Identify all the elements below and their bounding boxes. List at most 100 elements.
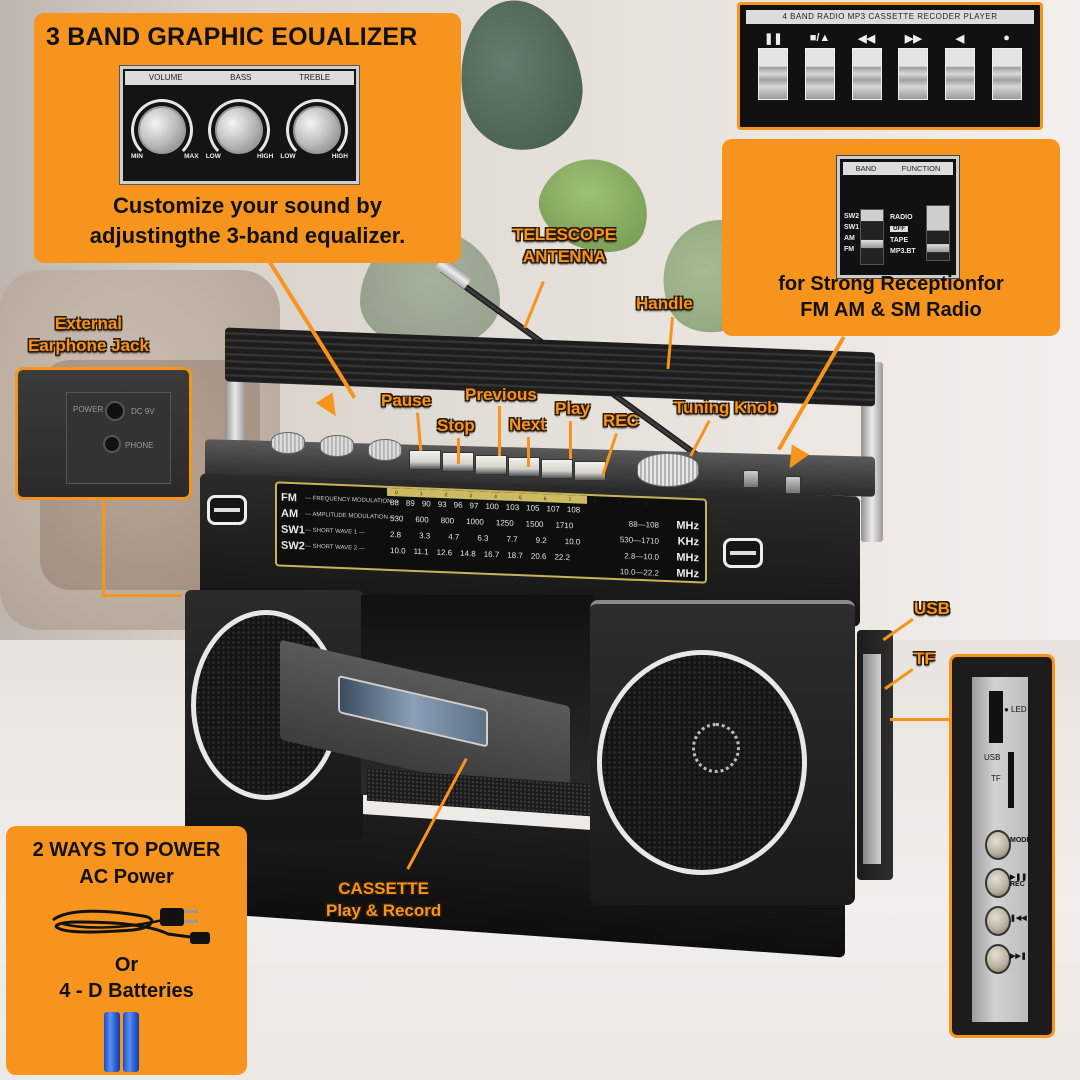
cassette-controls-callout: 4 BAND RADIO MP3 CASSETTE RECODER PLAYER… <box>737 2 1043 130</box>
dc-power-jack <box>105 401 125 421</box>
lower-body <box>185 555 885 958</box>
play-leader-line <box>569 421 572 459</box>
band-function-callout: BAND FUNCTION SW2 SW1 AM FM RADIO OFF TA… <box>722 139 1060 336</box>
rec-label: REC <box>603 411 639 430</box>
tuning-knob[interactable] <box>637 453 699 487</box>
previous-label: Previous <box>465 385 537 404</box>
treble-knob[interactable] <box>368 439 402 461</box>
record-piano-key: ● <box>987 32 1027 100</box>
stop-label: Stop <box>437 416 475 435</box>
mode-button <box>985 830 1011 860</box>
function-switch[interactable] <box>785 476 801 494</box>
side-panel-leader-line <box>890 718 950 721</box>
speaker-cone <box>692 723 740 773</box>
next-key[interactable] <box>508 457 540 477</box>
stop-leader-line <box>457 438 460 464</box>
band-function-panel-image: BAND FUNCTION SW2 SW1 AM FM RADIO OFF TA… <box>836 155 960 279</box>
power-title: 2 WAYS TO POWER <box>32 839 221 861</box>
cassette-panel-title: 4 BAND RADIO MP3 CASSETTE RECODER PLAYER <box>746 10 1034 24</box>
play-reverse-icon: ◀ <box>955 33 965 45</box>
usb-label: USB <box>914 599 950 618</box>
band-switch[interactable] <box>743 470 759 488</box>
rewind-piano-key: ◀◀ <box>847 32 887 100</box>
side-panel-plate: ● LED USB TF MODE ▶❚❚ REC ❚◀◀ ▶▶❚ <box>972 677 1031 1022</box>
pause-label: Pause <box>381 391 432 410</box>
equalizer-callout: 3 BAND GRAPHIC EOUALIZER VOLUME BASS TRE… <box>34 13 461 263</box>
rec-key[interactable] <box>574 461 606 481</box>
telescope-antenna-label: TELESCOPE ANTENNA <box>513 225 616 266</box>
previous-leader-line <box>498 406 501 456</box>
led-indicator: ● LED <box>1004 705 1027 714</box>
band-slide-switch <box>860 209 884 265</box>
pause-key[interactable] <box>409 450 441 470</box>
equalizer-knobs <box>123 99 356 161</box>
play-piano-key: ◀ <box>940 32 980 100</box>
band-options: SW2 SW1 AM FM <box>844 213 860 253</box>
phone-jack <box>103 435 121 453</box>
play-pause-rec-button <box>985 868 1011 898</box>
battery-icon <box>104 1012 120 1072</box>
boombox-product: 0 1 2 3 4 5 6 7 8 9 10 FM — FREQUENCY MO… <box>185 256 895 958</box>
power-callout: 2 WAYS TO POWER AC Power Or 4 - D Batter… <box>6 826 247 1075</box>
earphone-leader-line <box>102 594 182 597</box>
bass-knob-ring <box>208 99 271 161</box>
side-port-plate <box>863 654 881 864</box>
side-port-panel <box>857 630 893 880</box>
next-label: Next <box>509 415 546 434</box>
right-speaker-grille <box>597 650 807 875</box>
previous-track-button <box>985 906 1011 936</box>
equalizer-title: 3 BAND GRAPHIC EOUALIZER <box>46 23 418 51</box>
cassette-keys: ❚❚ ■/▲ ◀◀ ▶▶ ◀ ● <box>740 32 1040 100</box>
cassette-window <box>338 674 488 748</box>
side-panel-photo: ● LED USB TF MODE ▶❚❚ REC ❚◀◀ ▶▶❚ <box>949 654 1055 1038</box>
volume-knob-icon <box>137 106 186 154</box>
record-icon: ● <box>1003 32 1010 44</box>
rewind-icon: ◀◀ <box>858 33 876 45</box>
band-description: for Strong Receptionfor FM AM & SM Radio <box>778 273 1004 321</box>
fast-forward-piano-key: ▶▶ <box>893 32 933 100</box>
batteries-icon <box>104 1012 139 1072</box>
carry-handle[interactable] <box>225 327 875 407</box>
fast-forward-icon: ▶▶ <box>904 33 922 45</box>
batteries-label: 4 - D Batteries <box>59 980 194 1002</box>
volume-knob-ring <box>130 99 193 161</box>
vent-left <box>207 495 247 525</box>
usb-port <box>989 691 1003 743</box>
treble-knob-ring <box>286 99 349 161</box>
earphone-leader-line <box>102 500 105 596</box>
band-function-labels: BAND FUNCTION <box>843 162 953 175</box>
earphone-jack-label: External Earphone Jack <box>28 314 149 355</box>
battery-icon <box>123 1012 139 1072</box>
bass-knob[interactable] <box>320 435 354 457</box>
tf-card-slot <box>1008 752 1014 808</box>
pause-piano-key: ❚❚ <box>753 32 793 100</box>
power-cord-icon <box>52 908 210 944</box>
stop-eject-piano-key: ■/▲ <box>800 32 840 100</box>
play-key[interactable] <box>541 459 573 479</box>
or-label: Or <box>114 954 139 976</box>
tuning-knob-label: Tuning Knob <box>674 398 778 417</box>
treble-knob-icon <box>293 106 342 154</box>
equalizer-panel-labels: VOLUME BASS TREBLE <box>125 71 354 85</box>
bass-knob-icon <box>215 106 264 154</box>
cassette-label: CASSETTE Play & Record <box>326 879 442 920</box>
vent-right <box>723 538 763 568</box>
next-leader-line <box>527 437 530 467</box>
previous-key[interactable] <box>475 455 507 475</box>
handle-post-right <box>861 362 883 542</box>
stop-eject-icon: ■/▲ <box>809 32 831 44</box>
next-track-button <box>985 944 1011 974</box>
pause-icon: ❚❚ <box>764 33 783 45</box>
volume-knob[interactable] <box>271 432 305 454</box>
play-label: Play <box>555 399 590 418</box>
equalizer-description: Customize your sound by adjustingthe 3-b… <box>89 193 406 248</box>
function-options: RADIO OFF TAPE MP3.BT <box>890 214 916 255</box>
jack-plate: POWER DC 9V PHONE <box>66 392 171 484</box>
function-slide-switch <box>926 205 950 261</box>
handle-label: Handle <box>636 294 693 313</box>
earphone-jack-photo: POWER DC 9V PHONE <box>15 367 192 500</box>
ac-power-label: AC Power <box>79 866 174 888</box>
tf-label: TF <box>914 649 935 668</box>
